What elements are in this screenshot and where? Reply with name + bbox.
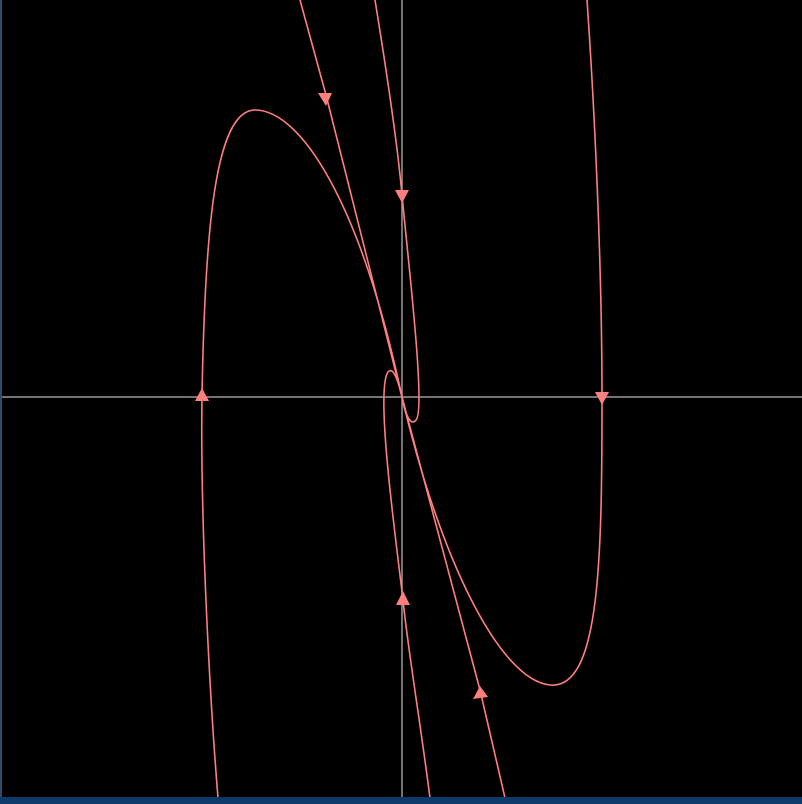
direction-marker-upper-steep <box>318 93 332 106</box>
bottom-bar <box>0 797 802 804</box>
trajectory-left-loop <box>200 109 403 798</box>
trajectory-near-vertical-upper <box>374 0 420 423</box>
frame-left-edge <box>0 0 2 804</box>
direction-marker-right-loop <box>595 392 609 405</box>
direction-marker-upper-vertical <box>395 190 409 203</box>
direction-marker-lower-steep <box>473 686 488 699</box>
direction-marker-lower-vertical <box>396 591 410 605</box>
trajectory-right-loop <box>401 0 603 686</box>
direction-marker-left-loop <box>195 388 209 401</box>
trajectory-near-vertical-lower <box>383 369 431 798</box>
